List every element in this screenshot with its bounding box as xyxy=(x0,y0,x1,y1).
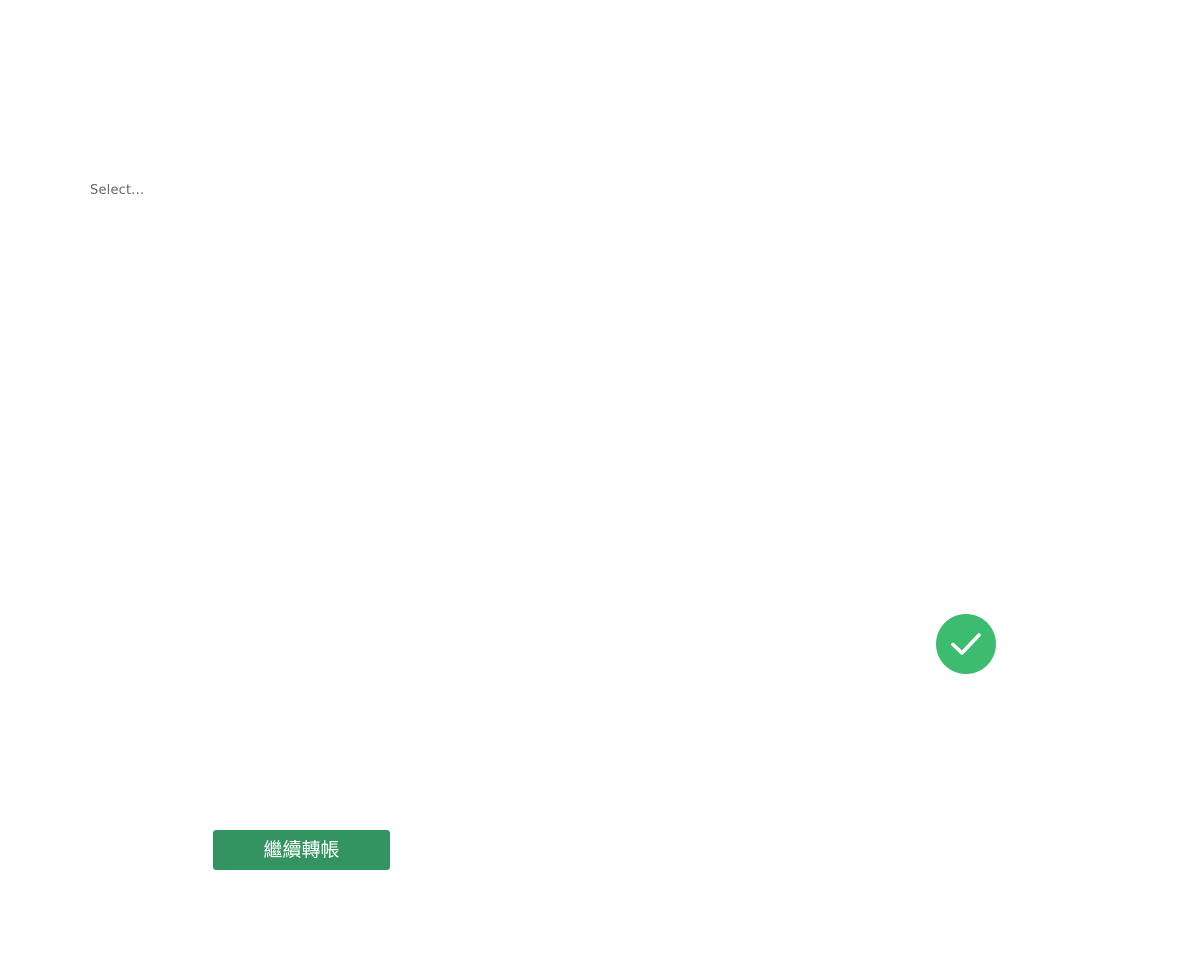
account-select[interactable]: Select... xyxy=(86,178,326,202)
checkmark-icon xyxy=(951,633,981,655)
continue-transfer-button[interactable]: 繼續轉帳 xyxy=(213,830,390,870)
check-circle-icon xyxy=(936,614,996,674)
select-placeholder: Select... xyxy=(90,182,145,198)
